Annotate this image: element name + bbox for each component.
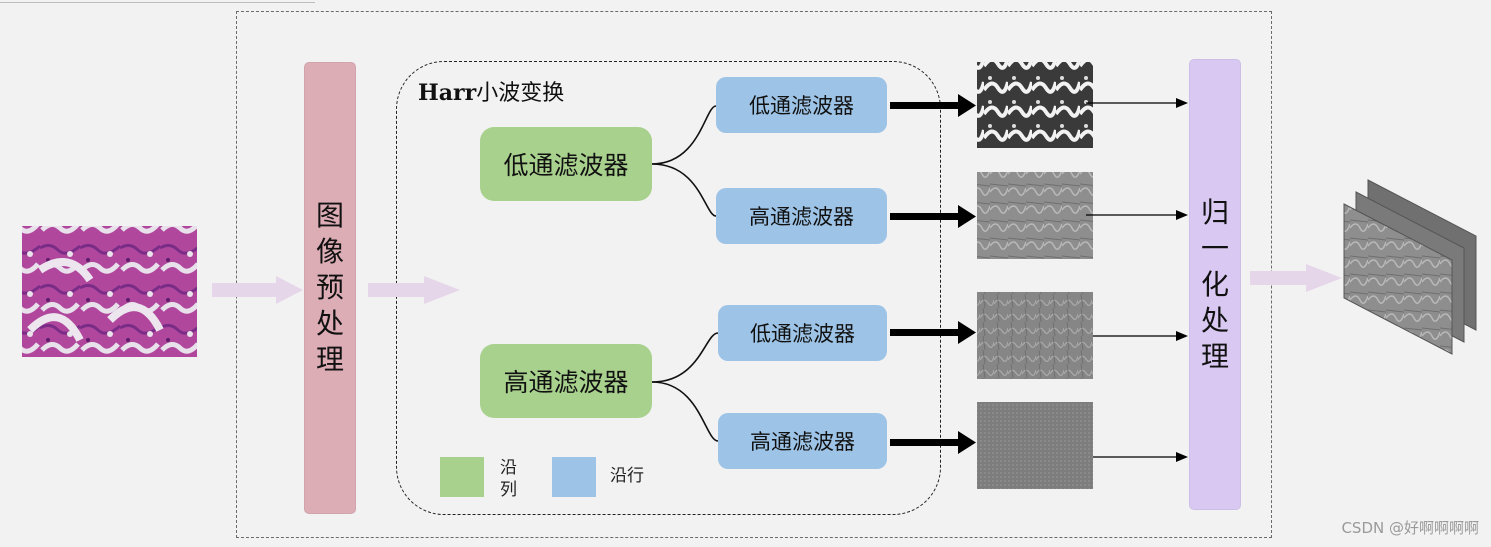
input-histology-image xyxy=(22,226,197,357)
legend-label-column-char: 列 xyxy=(500,480,517,500)
row-lowpass-filter-hl: 低通滤波器 xyxy=(718,305,887,361)
flow-arrow-to-output xyxy=(1250,264,1342,292)
row-lowpass-filter-ll: 低通滤波器 xyxy=(716,77,887,133)
preprocess-char: 处 xyxy=(315,307,344,340)
branch-curve-hh xyxy=(651,381,719,442)
harr-title: Harr小波变换 xyxy=(418,75,564,107)
subband-image-ll xyxy=(977,62,1093,148)
preprocess-char: 预 xyxy=(315,271,344,304)
branch-curve-hl xyxy=(651,332,719,383)
subband-image-hl xyxy=(977,292,1093,379)
branch-curve-lh xyxy=(651,163,717,217)
thick-arrow-ll-head xyxy=(958,94,976,117)
thick-arrow-hh-head xyxy=(958,431,976,454)
harr-title-cn: 小波变换 xyxy=(476,81,565,106)
row-highpass-filter-lh: 高通滤波器 xyxy=(716,188,887,244)
normalize-char: 处 xyxy=(1200,303,1229,337)
output-feature-stack xyxy=(1343,179,1477,355)
normalize-char: 一 xyxy=(1200,231,1229,265)
flow-arrow-to-preprocess xyxy=(212,276,303,304)
column-lowpass-filter: 低通滤波器 xyxy=(480,127,652,201)
thick-arrow-hh-shaft xyxy=(890,439,960,446)
row-highpass-filter-hh: 高通滤波器 xyxy=(718,413,887,469)
column-highpass-filter: 高通滤波器 xyxy=(480,344,652,418)
subband-image-hh xyxy=(977,402,1093,489)
preprocess-char: 理 xyxy=(315,343,344,376)
thick-arrow-lh-shaft xyxy=(890,213,960,220)
preprocess-char: 像 xyxy=(315,235,344,268)
legend-label-row: 沿行 xyxy=(610,466,644,486)
subband-image-lh xyxy=(977,172,1093,259)
normalize-char: 理 xyxy=(1200,339,1229,373)
flow-arrow-to-wavelet xyxy=(368,276,460,304)
thick-arrow-lh-head xyxy=(958,205,976,228)
top-rule xyxy=(0,2,315,3)
preprocess-char: 图 xyxy=(315,199,344,232)
thick-arrow-hl-head xyxy=(958,321,976,344)
branch-curve-ll xyxy=(651,105,717,165)
watermark: CSDN @好啊啊啊啊 xyxy=(1341,519,1479,537)
thick-arrow-ll-shaft xyxy=(890,102,960,109)
normalize-char: 归 xyxy=(1200,195,1229,229)
legend-label-column: 沿 列 xyxy=(500,457,517,501)
preprocess-block: 图 像 预 处 理 xyxy=(304,62,356,514)
harr-title-latin: Harr xyxy=(418,80,477,106)
thick-arrow-hl-shaft xyxy=(890,329,960,336)
legend-label-column-char: 沿 xyxy=(500,458,517,478)
normalize-char: 化 xyxy=(1200,267,1229,301)
legend-swatch-row xyxy=(552,457,596,497)
legend-swatch-column xyxy=(440,457,484,497)
normalize-block: 归 一 化 处 理 xyxy=(1189,59,1241,510)
